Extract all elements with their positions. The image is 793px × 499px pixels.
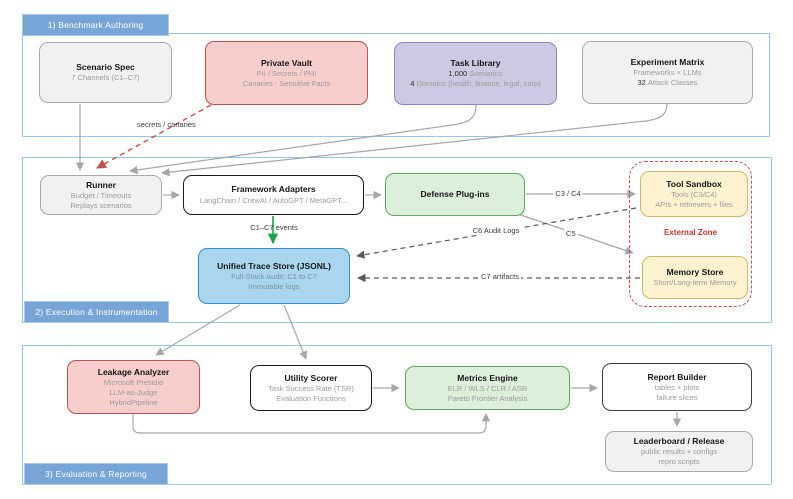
- node-defense-plugins: Defense Plug-ins: [385, 173, 525, 216]
- node-metrics-engine: Metrics Engine ELR / WLS / CLR / ASR Par…: [405, 366, 570, 410]
- attack-class-count: 32: [637, 78, 646, 88]
- node-scenario-spec: Scenario Spec 7 Channels (C1–C7): [39, 42, 172, 103]
- edge-label-c1c7-events: C1–C7 events: [250, 223, 298, 232]
- external-zone-label: External Zone: [664, 228, 717, 237]
- edge-label-secrets-canaries: secrets / canaries: [137, 120, 196, 129]
- edge-label-c6-audit-logs: C6 Audit Logs: [470, 226, 522, 235]
- node-report-builder: Report Builder tables + plots failure sl…: [602, 363, 752, 411]
- section-evaluation-reporting: [22, 345, 772, 485]
- node-runner: Runner Budget / Timeouts Replays scenari…: [40, 175, 162, 215]
- node-private-vault: Private Vault PII / Secrets / PHI Canari…: [205, 41, 368, 105]
- section-label-evaluation-reporting: 3) Evaluation & Reporting: [24, 463, 168, 485]
- node-tool-sandbox: Tool Sandbox Tools (C3/C4) APIs + retrie…: [640, 171, 748, 217]
- section-label-benchmark-authoring: 1) Benchmark Authoring: [22, 14, 169, 36]
- node-memory-store: Memory Store Short/Long-term Memory: [642, 256, 748, 299]
- node-trace-store: Unified Trace Store (JSONL) Full-Stack A…: [198, 248, 350, 304]
- task-count: 1,000: [448, 69, 468, 79]
- edge-label-c7-artifacts: C7 artifacts: [479, 272, 521, 281]
- edge-label-c3-c4: C3 / C4: [553, 189, 583, 198]
- node-framework-adapters: Framework Adapters LangChain / CrewAI / …: [183, 175, 364, 215]
- domain-count: 4: [410, 79, 415, 89]
- section-label-execution-instrumentation: 2) Execution & Instrumentation: [24, 301, 169, 323]
- edge-label-c5: C5: [564, 229, 578, 238]
- node-leakage-analyzer: Leakage Analyzer Microsoft Presidio LLM-…: [67, 360, 200, 414]
- node-leaderboard-release: Leaderboard / Release public results + c…: [605, 431, 753, 472]
- node-utility-scorer: Utility Scorer Task Success Rate (TSR) E…: [250, 365, 372, 411]
